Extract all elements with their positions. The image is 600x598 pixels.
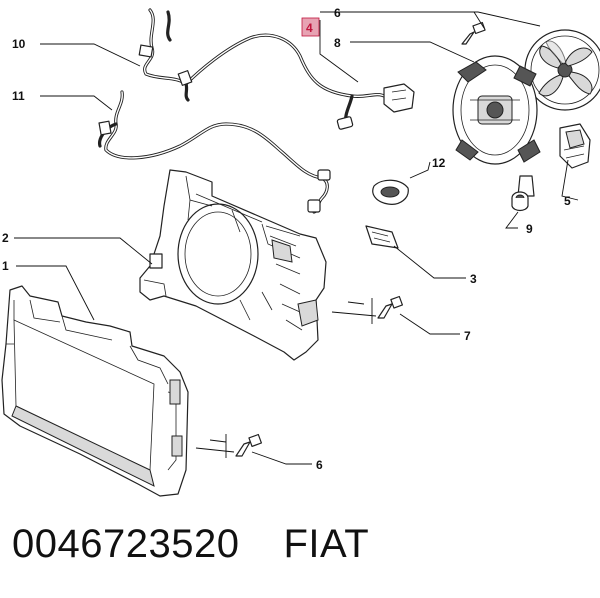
bolt-7	[331, 295, 404, 324]
callout-9: 9	[526, 222, 533, 236]
callout-2: 2	[2, 231, 9, 245]
bracket-clip	[365, 225, 399, 249]
leader-lines	[14, 11, 579, 465]
callout-4: 4	[306, 21, 313, 35]
rubber-mount	[511, 191, 529, 212]
callout-6-upper: 6	[334, 6, 341, 20]
caption: 0046723520 FIAT	[12, 522, 369, 567]
bolt-lower	[195, 433, 263, 458]
fan-shroud-motor	[452, 55, 541, 197]
callout-3: 3	[470, 272, 477, 286]
callout-7: 7	[464, 329, 471, 343]
callout-12: 12	[432, 156, 446, 170]
wiring-harness-10	[138, 8, 415, 130]
callout-11: 11	[12, 89, 25, 103]
fan-blade	[524, 29, 600, 111]
brand-name: FIAT	[283, 522, 370, 566]
callout-6-lower: 6	[316, 458, 323, 472]
wiring-harness-11	[98, 90, 331, 214]
grommet	[372, 179, 409, 205]
part-number: 0046723520	[12, 522, 240, 566]
callout-10: 10	[12, 37, 26, 51]
radiator-frame	[1, 285, 189, 497]
fan-resistor	[559, 123, 591, 169]
bolt-upper	[461, 21, 486, 45]
callout-5: 5	[564, 194, 571, 208]
callout-4-highlight	[301, 17, 320, 37]
callout-8: 8	[334, 36, 341, 50]
callout-1: 1	[2, 259, 9, 273]
fan-support-frame	[139, 169, 327, 361]
